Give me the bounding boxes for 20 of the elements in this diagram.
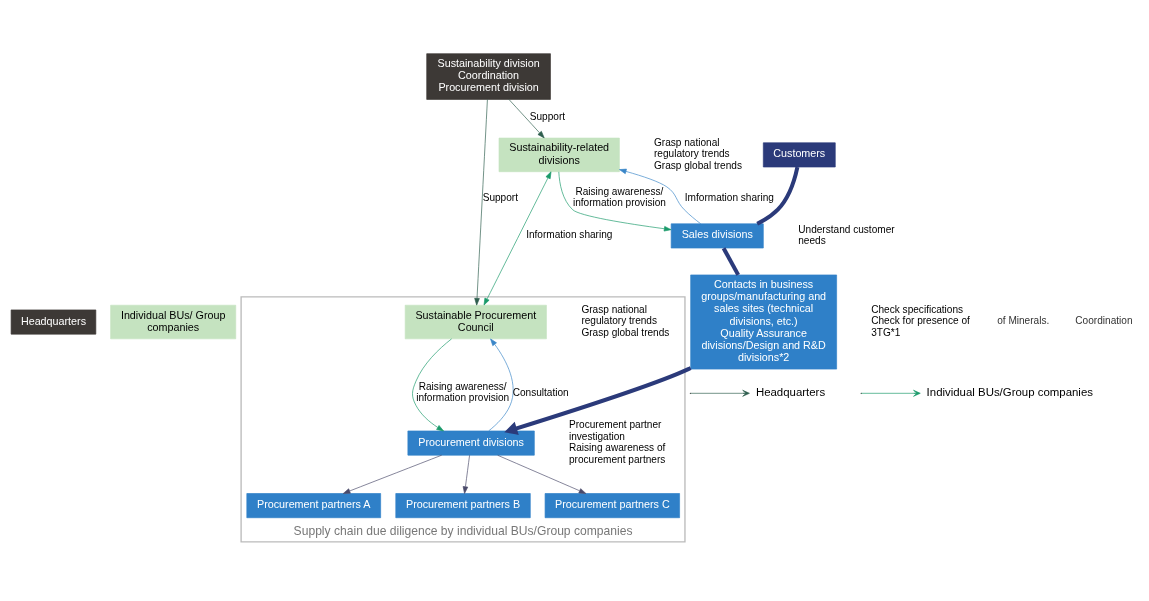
- label: Coordination: [1075, 315, 1133, 327]
- node-label: Check for presence of 3TG*1: [871, 315, 970, 338]
- edge-label: Support: [529, 110, 566, 122]
- edge-label: Information sharing: [526, 229, 613, 241]
- label: of Minerals.: [997, 315, 1050, 327]
- node-label: Grasp global trends: [654, 159, 742, 171]
- node-label: Understand customer needs: [798, 223, 895, 247]
- edge-label: Raising awareness/ information provision: [572, 185, 666, 209]
- node-label: Grasp national regulatory trends: [654, 136, 730, 160]
- node-label: Grasp national regulatory trends: [581, 303, 658, 327]
- edge-label: Consultation: [512, 386, 569, 398]
- legend-label: Headquarters: [755, 386, 826, 399]
- node-label: Raising awareness of procurement partners: [568, 442, 666, 465]
- edge-label: Raising awareness/ information provision: [416, 380, 510, 404]
- edge-label: Support: [482, 191, 519, 203]
- edge-label: Imformation sharing: [684, 191, 774, 203]
- node-label: Grasp global trends: [581, 326, 670, 338]
- node-label: Check specifications: [871, 303, 964, 315]
- legend-label: Individual BUs/Group companies: [926, 386, 1093, 399]
- node-label: Procurement partner investigation: [568, 419, 662, 442]
